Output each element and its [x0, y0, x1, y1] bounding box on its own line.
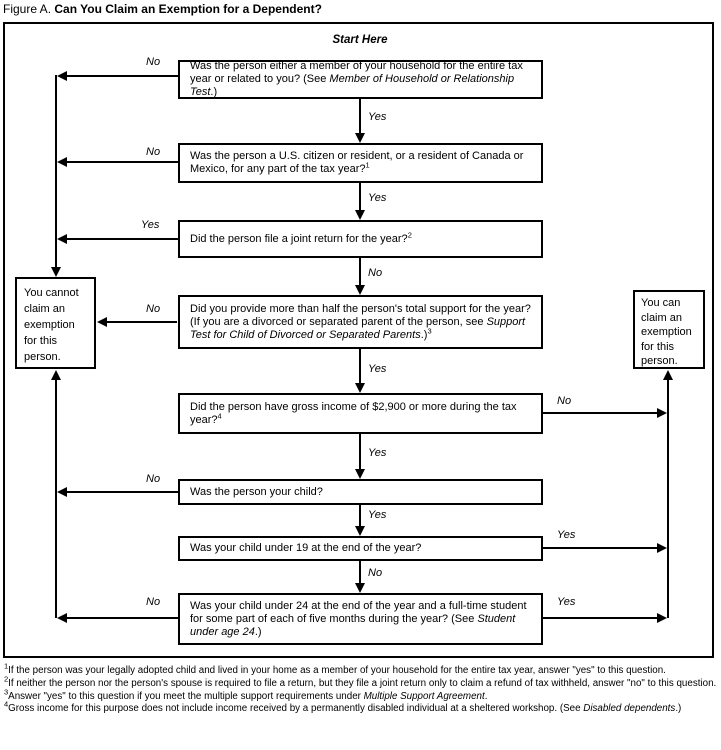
question-text: Was the person a U.S. citizen or residen… [190, 150, 524, 175]
question-box-support: Did you provide more than half the perso… [178, 295, 543, 349]
start-here-label: Start Here [332, 34, 388, 46]
question-text: Did the person file a joint return for t… [190, 229, 412, 245]
question-box-under-24-student: Was your child under 24 at the end of th… [178, 593, 543, 645]
arrow-q5-to-q6 [355, 433, 365, 479]
question-text: Was the person either a member of your h… [190, 60, 523, 98]
question-box-household: Was the person either a member of your h… [178, 60, 543, 99]
left-spine-bottom [51, 370, 61, 618]
arrow-q6-to-q7 [355, 504, 365, 536]
label-q8-no: No [146, 596, 161, 608]
footnote-1: 1If the person was your legally adopted … [4, 661, 666, 676]
label-q6-no: No [146, 473, 161, 485]
label-q8-yes: Yes [557, 596, 576, 608]
right-spine [663, 370, 673, 618]
label-q4-no: No [146, 303, 161, 315]
footnote-3: 3Answer "yes" to this question if you me… [4, 687, 488, 702]
arrow-q1-no-left [57, 71, 178, 81]
question-box-citizen: Was the person a U.S. citizen or residen… [178, 143, 543, 183]
footnotes: 1If the person was your legally adopted … [2, 661, 718, 716]
outcome-box-cannot-claim: You cannot claim an exemption for this p… [15, 277, 96, 369]
arrow-q1-to-q2 [355, 98, 365, 143]
question-text: Did the person have gross income of $2,9… [190, 400, 517, 426]
arrow-q3-to-q4 [355, 258, 365, 295]
flowchart-border [3, 22, 714, 658]
label-q5-yes: Yes [368, 447, 387, 459]
arrow-q2-no-left [57, 157, 178, 167]
label-q1-yes: Yes [368, 111, 387, 123]
arrow-q6-no-left [57, 487, 178, 497]
arrow-q4-to-q5 [355, 348, 365, 393]
arrow-q5-no-right [543, 408, 667, 418]
question-text: Was the person your child? [190, 485, 323, 498]
arrow-q7-to-q8 [355, 560, 365, 593]
label-q2-yes: Yes [368, 192, 387, 204]
question-box-joint-return: Did the person file a joint return for t… [178, 220, 543, 258]
label-q5-no: No [557, 395, 572, 407]
arrow-q3-yes-left [57, 234, 178, 244]
figure-title-prefix: Figure A. [3, 2, 52, 16]
arrow-q4-no-left [97, 317, 177, 327]
question-text: Was your child under 24 at the end of th… [190, 599, 527, 638]
label-q2-no: No [146, 146, 161, 158]
question-text: Did you provide more than half the perso… [190, 302, 531, 341]
arrow-q7-yes-right [543, 543, 667, 553]
label-q4-yes: Yes [368, 363, 387, 375]
question-box-gross-income: Did the person have gross income of $2,9… [178, 393, 543, 434]
label-q3-yes: Yes [141, 219, 160, 231]
label-q7-yes: Yes [557, 529, 576, 541]
arrow-q2-to-q3 [355, 182, 365, 220]
question-box-your-child: Was the person your child? [178, 479, 543, 505]
arrow-q8-no-left [57, 613, 178, 623]
figure-title-heading: Can You Claim an Exemption for a Depende… [54, 2, 322, 16]
footnote-4: 4Gross income for this purpose does not … [4, 700, 682, 715]
label-q6-yes: Yes [368, 509, 387, 521]
figure-title: Figure A. Can You Claim an Exemption for… [3, 2, 322, 16]
arrow-q8-yes-right [543, 613, 667, 623]
outcome-box-can-claim: You can claim an exemption for this pers… [633, 290, 705, 369]
label-q3-no: No [368, 267, 383, 279]
left-spine-top [51, 75, 61, 277]
question-text: Was your child under 19 at the end of th… [190, 542, 422, 554]
label-q1-no: No [146, 56, 161, 68]
label-q7-no: No [368, 567, 383, 579]
question-box-under-19: Was your child under 19 at the end of th… [178, 536, 543, 561]
footnote-2: 2If neither the person nor the person's … [4, 674, 717, 689]
